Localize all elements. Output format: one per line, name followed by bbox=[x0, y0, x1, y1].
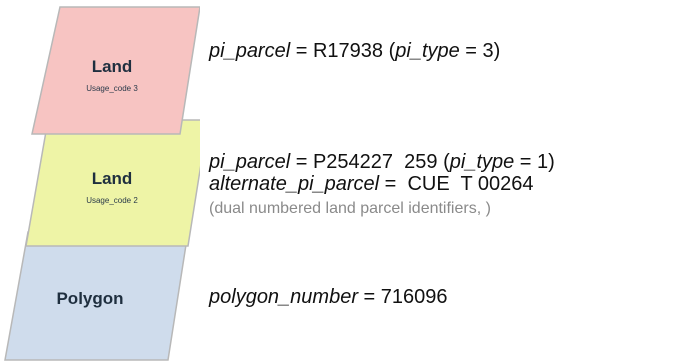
pi-parcel-value: P254227 259 bbox=[312, 151, 438, 173]
middle-layer-annotation-line-2: alternate_pi_parcel = CUE T 00264 bbox=[209, 172, 533, 196]
equals-sign: = bbox=[379, 173, 402, 195]
dual-numbered-note: (dual numbered land parcel identifiers, … bbox=[209, 200, 491, 217]
pi-type-field: pi_type bbox=[449, 151, 515, 173]
land-layer-usage-3-shape bbox=[31, 6, 200, 135]
paren-close: ) bbox=[493, 40, 501, 62]
pi-type-value: 3 bbox=[482, 40, 494, 62]
paren-open: ( bbox=[383, 40, 396, 62]
pi-type-field: pi_type bbox=[395, 40, 460, 62]
pi-parcel-field: pi_parcel bbox=[209, 40, 291, 62]
polygon-number-value: 716096 bbox=[380, 286, 448, 308]
pi-parcel-field: pi_parcel bbox=[209, 151, 291, 173]
land-layer-usage-2: Land Usage_code 2 bbox=[25, 119, 200, 247]
alternate-pi-parcel-field: alternate_pi_parcel bbox=[209, 173, 380, 195]
equals-sign: = bbox=[358, 286, 381, 308]
land-layer-usage-2-code: Usage_code 2 bbox=[86, 196, 138, 205]
polygon-layer-label: Polygon bbox=[56, 289, 123, 308]
polygon-layer: Polygon bbox=[4, 231, 189, 361]
middle-layer-annotation-line-1: pi_parcel = P254227 259 (pi_type = 1) bbox=[209, 150, 555, 174]
land-layer-usage-3-label: Land bbox=[92, 57, 133, 76]
top-layer-annotation: pi_parcel = R17938 (pi_type = 3) bbox=[209, 39, 500, 63]
pi-type-value: 1 bbox=[537, 151, 549, 173]
equals-sign: = bbox=[459, 40, 483, 62]
equals-sign: = bbox=[514, 151, 538, 173]
alternate-pi-parcel-value: CUE T 00264 bbox=[401, 173, 534, 195]
pi-parcel-value: R17938 bbox=[312, 40, 384, 62]
land-layer-usage-2-label: Land bbox=[92, 169, 133, 188]
polygon-number-field: polygon_number bbox=[209, 286, 358, 308]
paren-open: ( bbox=[437, 151, 450, 173]
equals-sign: = bbox=[290, 151, 313, 173]
equals-sign: = bbox=[290, 40, 313, 62]
land-layer-usage-3-code: Usage_code 3 bbox=[86, 84, 138, 93]
paren-close: ) bbox=[548, 151, 555, 173]
land-layer-usage-3: Land Usage_code 3 bbox=[31, 6, 200, 135]
bottom-layer-annotation: polygon_number = 716096 bbox=[209, 285, 448, 309]
layer-stack: Polygon Land Usage_code 2 Land Usage_cod… bbox=[4, 6, 200, 361]
middle-layer-annotation-line-3: (dual numbered land parcel identifiers, … bbox=[209, 195, 491, 221]
